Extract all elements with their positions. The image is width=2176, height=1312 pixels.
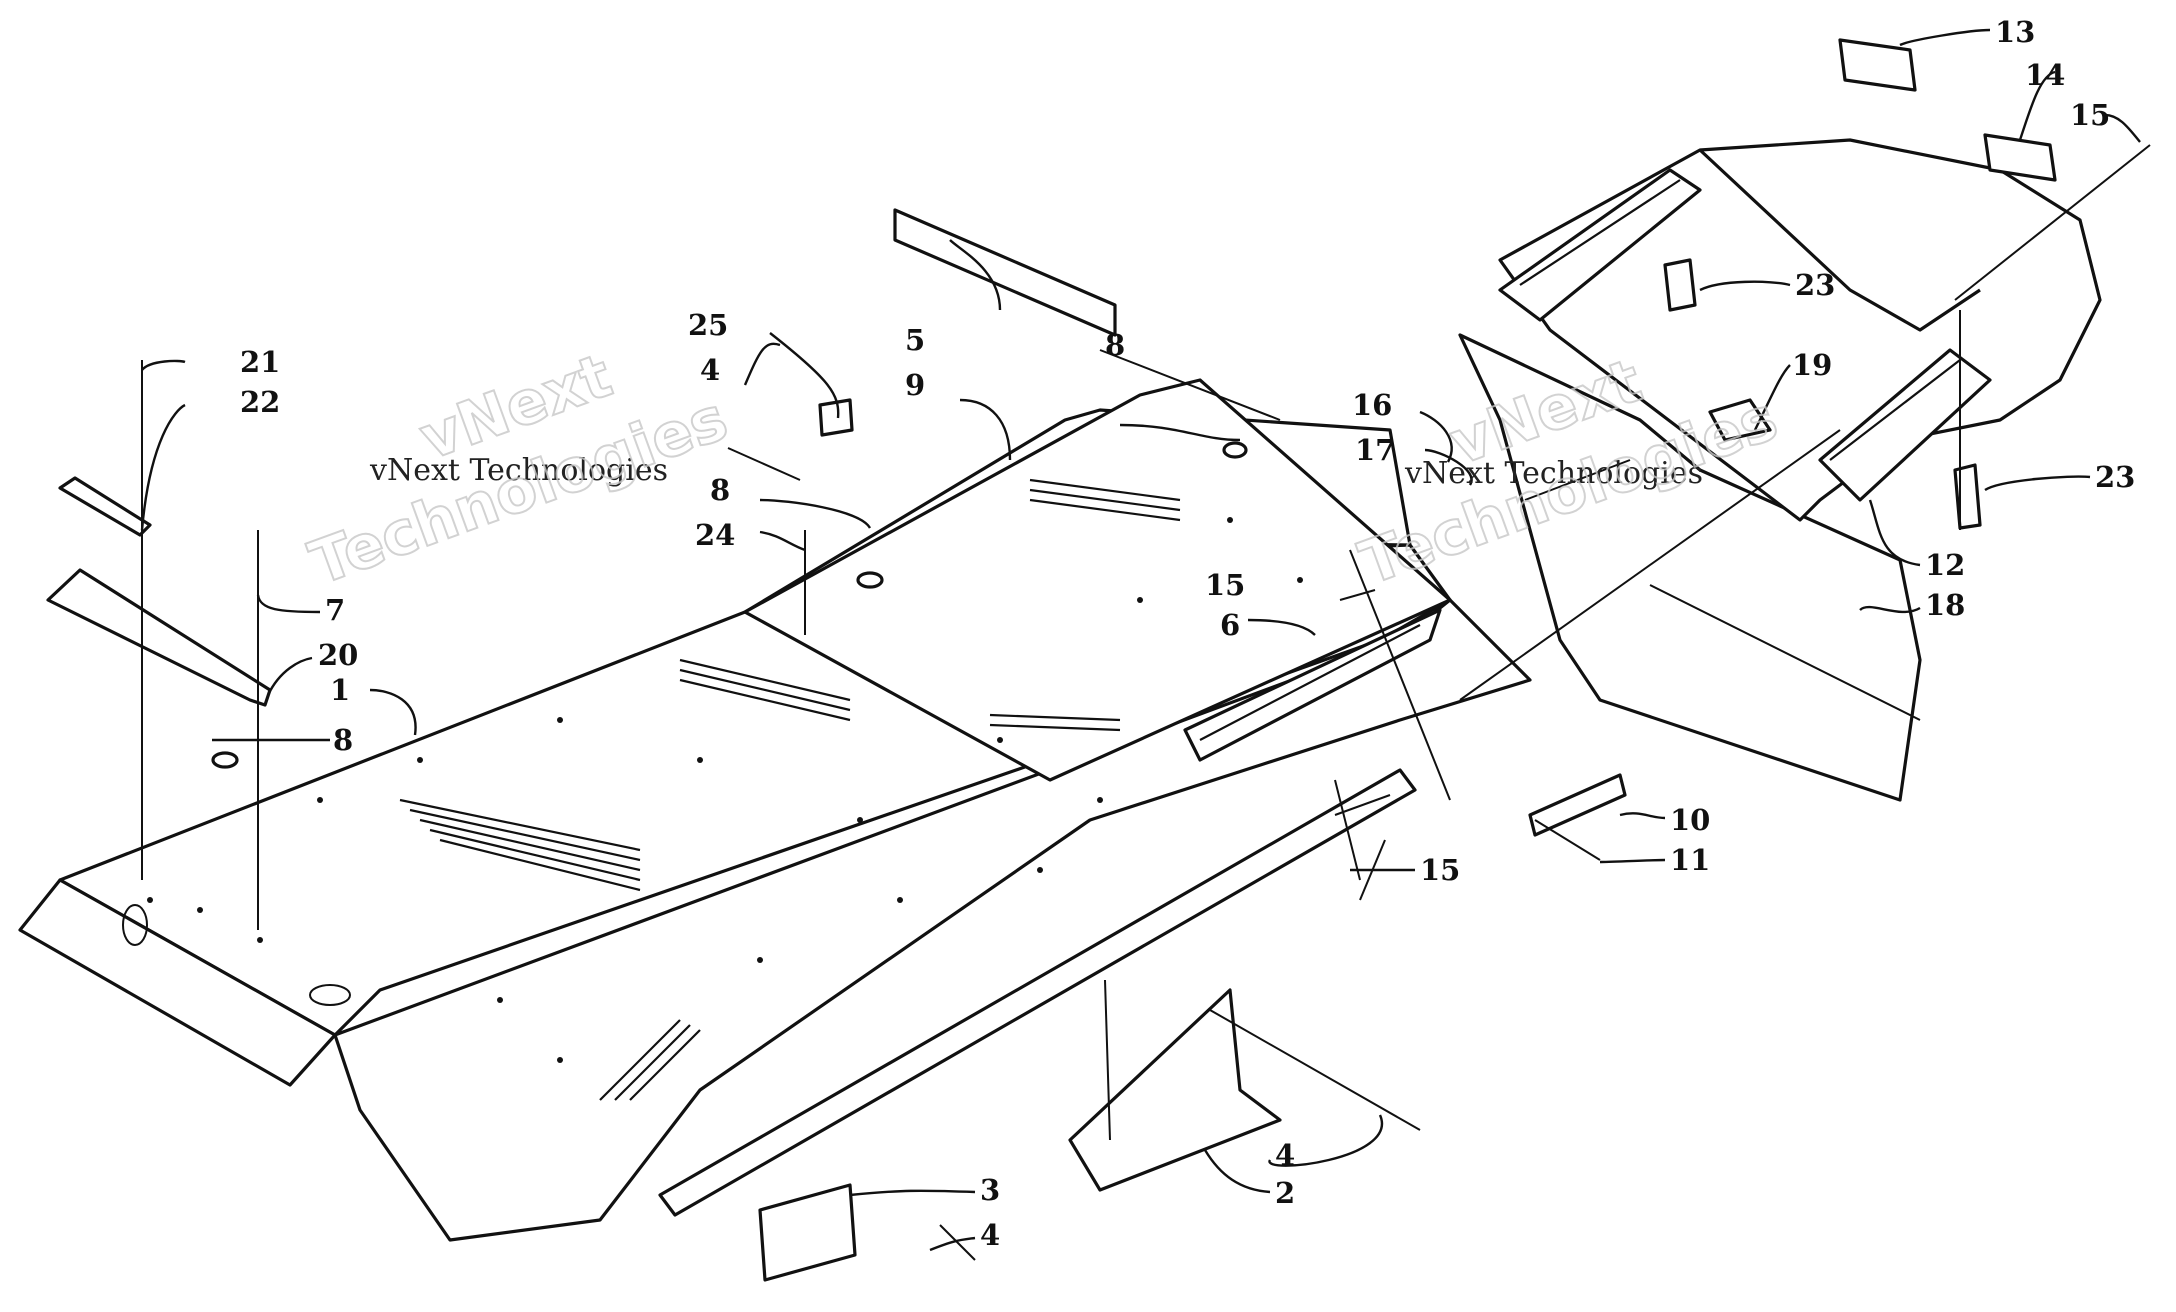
callout-4b: 4 (980, 1218, 1000, 1252)
clip-part-23a (1663, 258, 1697, 312)
callout-23a: 23 (1795, 268, 1835, 302)
callout-21: 21 (240, 345, 280, 379)
callout-25: 25 (688, 308, 728, 342)
bracket-part-20 (46, 568, 272, 707)
callout-15b: 15 (1205, 568, 1245, 602)
callout-8c: 8 (333, 723, 353, 757)
callout-13: 13 (1995, 15, 2035, 49)
rear-bumper-assembly (1458, 138, 2102, 802)
plate-part-5 (893, 208, 1117, 337)
callout-1: 1 (330, 673, 350, 707)
callout-17: 17 (1355, 433, 1395, 467)
callout-7: 7 (325, 593, 345, 627)
callout-3: 3 (980, 1173, 1000, 1207)
callout-23b: 23 (2095, 460, 2135, 494)
callout-6: 6 (1220, 608, 1240, 642)
decal-part-25 (818, 398, 854, 437)
callout-5: 5 (905, 323, 925, 357)
callout-16: 16 (1352, 388, 1392, 422)
side-plate-part-2 (1068, 988, 1282, 1192)
callout-20: 20 (318, 638, 358, 672)
reflector-part-10 (1528, 773, 1627, 837)
watermark-left: vNext vNext Technologies Technologies (300, 340, 737, 600)
callout-22: 22 (240, 385, 280, 419)
callout-15c: 15 (1420, 853, 1460, 887)
callout-9: 9 (905, 368, 925, 402)
callout-8a: 8 (1105, 328, 1125, 362)
decal-part-3 (758, 1183, 857, 1282)
decal-part-6 (1183, 608, 1442, 762)
watermark-left-line2: vNext Technologies (369, 453, 668, 488)
strip-part-22 (58, 476, 152, 537)
callout-4a: 4 (700, 353, 720, 387)
callout-11: 11 (1670, 843, 1710, 877)
callout-2: 2 (1275, 1176, 1295, 1210)
decal-part-13 (1838, 38, 1917, 92)
callout-18: 18 (1925, 588, 1965, 622)
clip-part-23b (1953, 463, 1982, 530)
callout-10: 10 (1670, 803, 1710, 837)
callout-19: 19 (1792, 348, 1832, 382)
bushing-part-8 (211, 441, 1248, 769)
callout-4c: 4 (1275, 1138, 1295, 1172)
callout-12: 12 (1925, 548, 1965, 582)
callout-15a: 15 (2070, 98, 2110, 132)
callout-labels: 1 2 3 4 4 4 5 6 7 8 8 8 9 10 11 12 13 14… (240, 15, 2135, 1252)
side-rail (658, 768, 1417, 1217)
callout-24: 24 (695, 518, 735, 552)
tunnel-part-1 (18, 378, 1532, 1242)
decal-part-14 (1983, 133, 2057, 182)
leader-lines (140, 28, 2141, 1252)
callout-8b: 8 (710, 473, 730, 507)
watermark-right-line2: vNext Technologies (1404, 456, 1703, 491)
callout-14: 14 (2025, 58, 2065, 92)
